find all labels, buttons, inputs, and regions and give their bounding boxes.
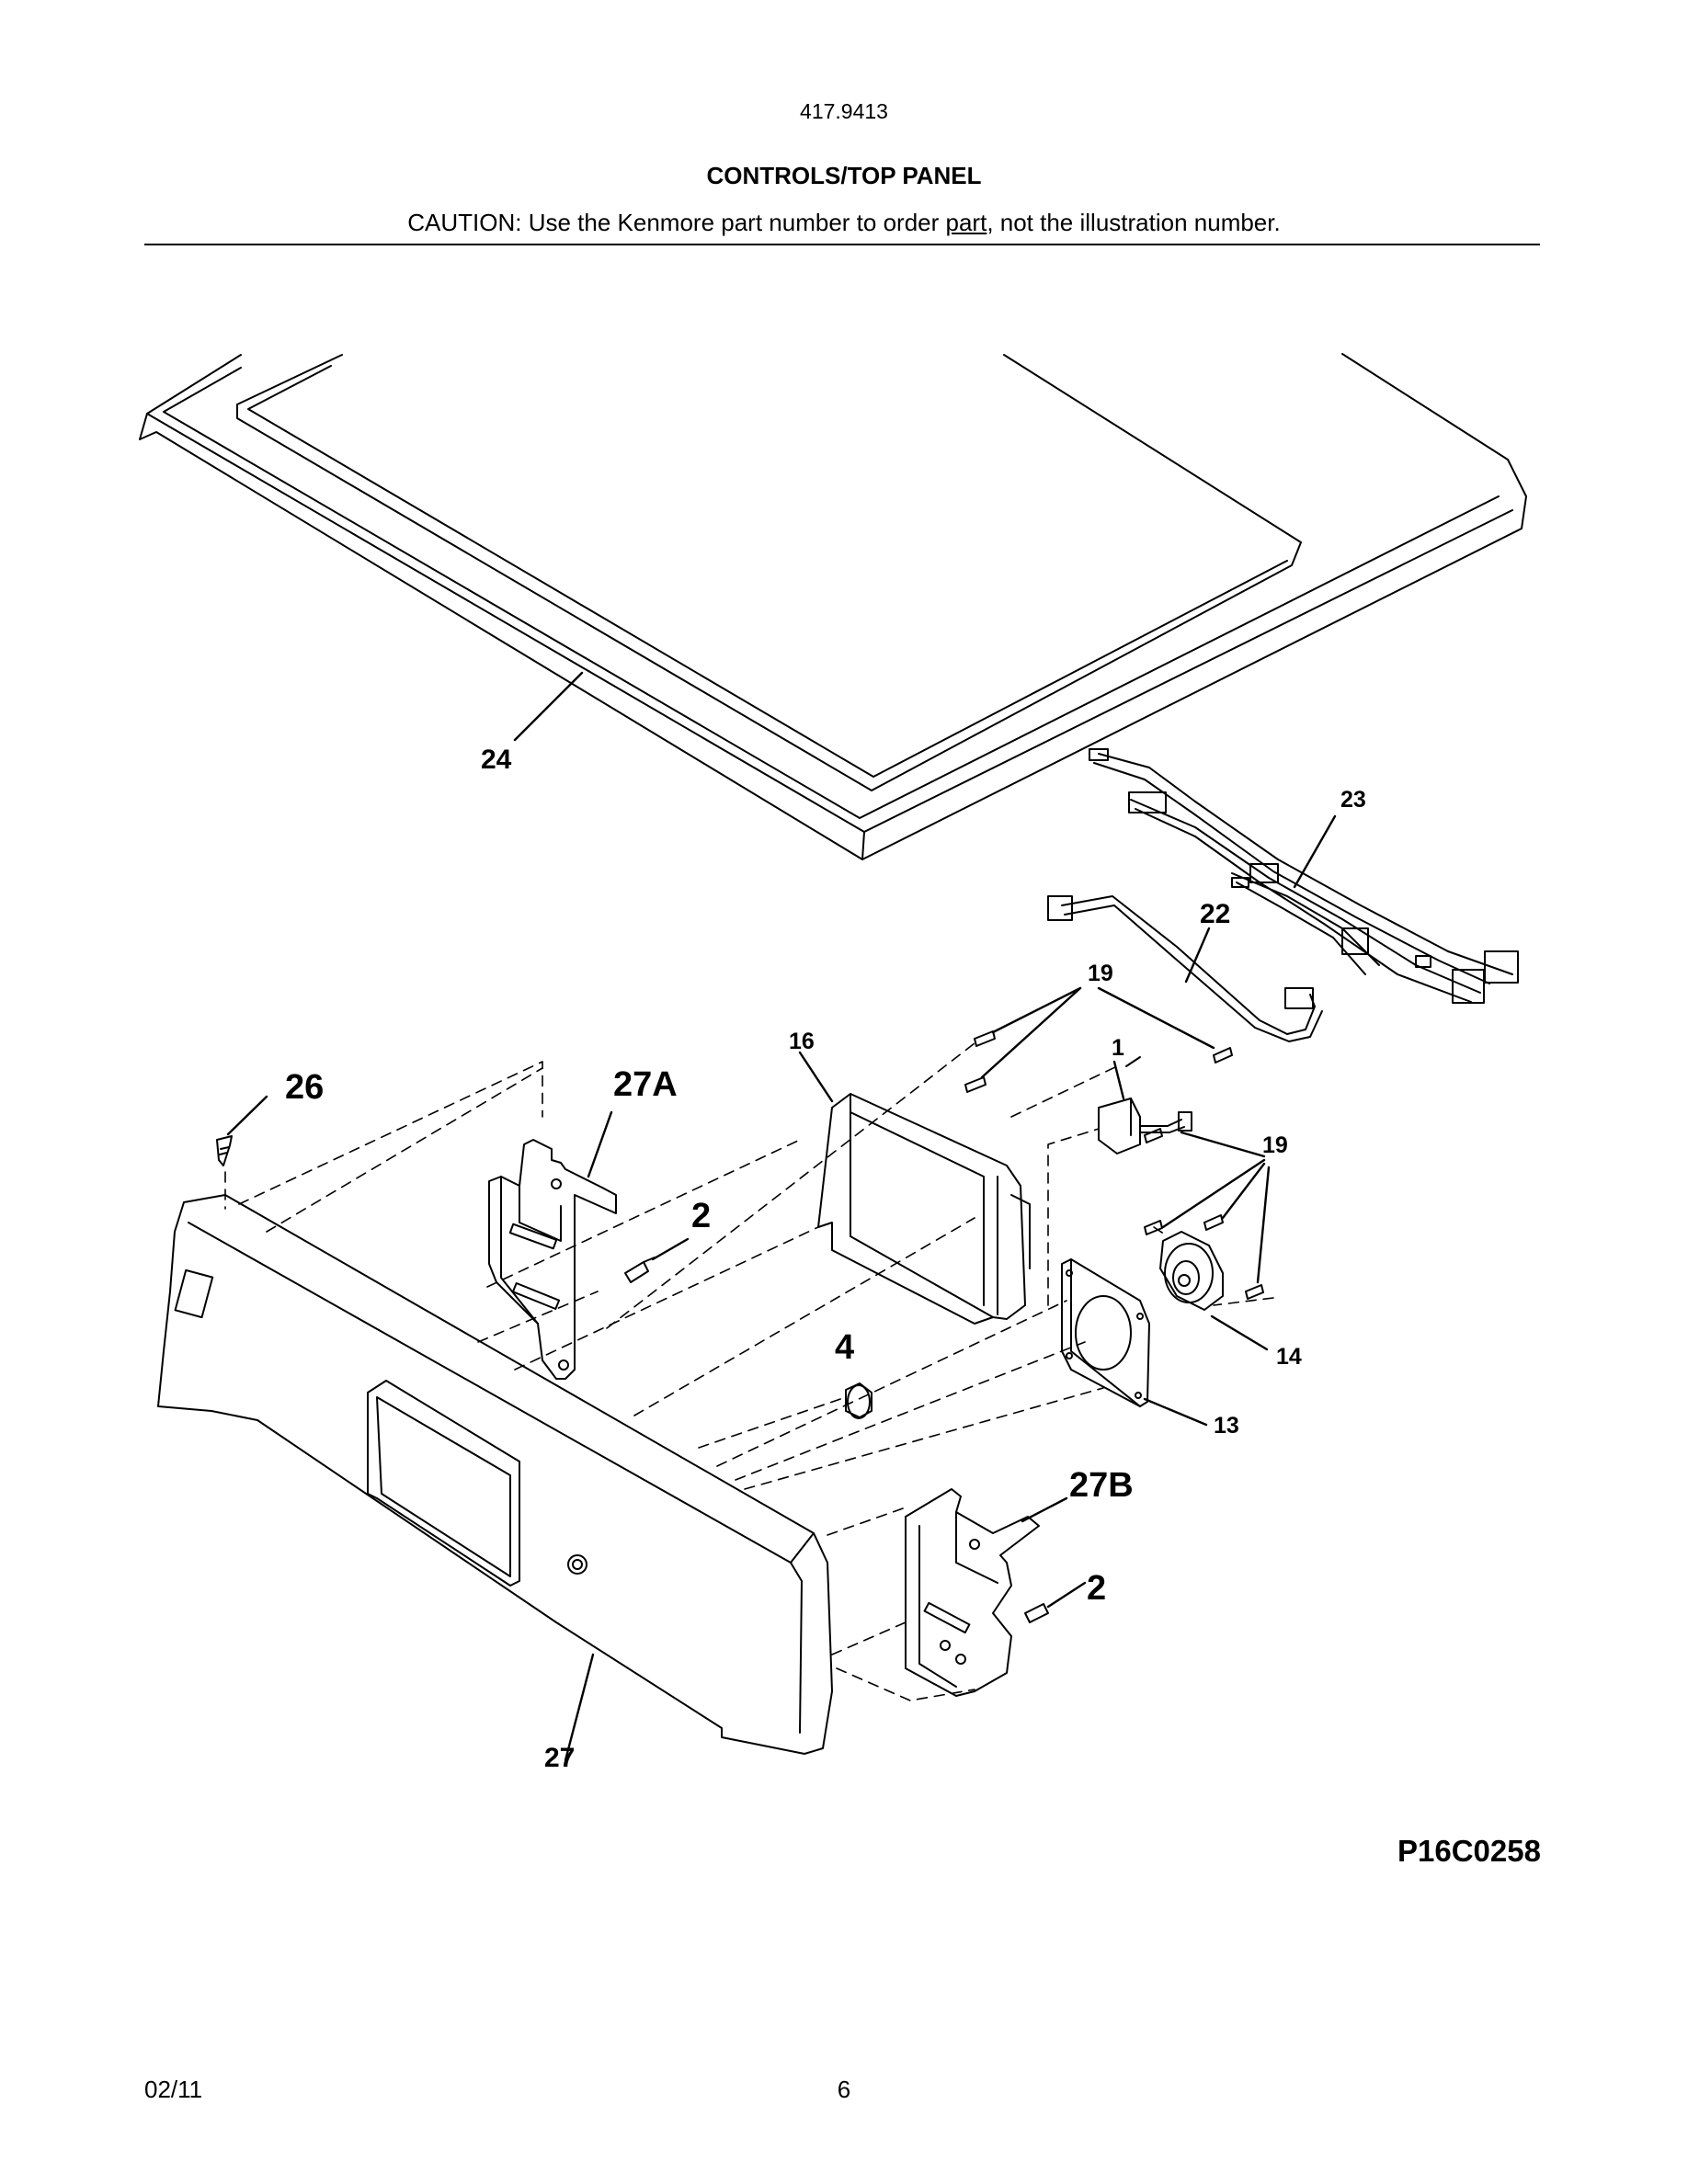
illustration-code: P16C0258 (1397, 1834, 1541, 1868)
switch-drawing (1098, 1098, 1192, 1155)
caution-text-start: CAUTION: Use the Kenmore part number to … (407, 209, 946, 236)
alignment-dashed-lines (224, 1042, 1274, 1701)
bracket-27b-drawing (905, 1488, 1040, 1697)
wire-harness-drawing (1089, 748, 1519, 1004)
console-panel-drawing (157, 1194, 833, 1755)
model-number: 417.9413 (800, 99, 888, 123)
callout-22: 22 (1200, 899, 1230, 929)
callout-2-lower: 2 (1087, 1569, 1106, 1608)
callout-19-lower: 19 (1262, 1132, 1288, 1158)
callout-4: 4 (835, 1328, 854, 1367)
bracket-27a-drawing (488, 1139, 617, 1380)
caution-text-end: , not the illustration number. (987, 209, 1281, 236)
page-number: 6 (837, 2076, 851, 2103)
callout-27b: 27B (1069, 1466, 1134, 1505)
page-title: CONTROLS/TOP PANEL (706, 162, 982, 189)
footer-date: 02/11 (144, 2076, 203, 2103)
control-board-drawing (817, 1093, 1031, 1325)
header-divider (144, 244, 1540, 245)
wire-lead-drawing (1047, 895, 1323, 1042)
screw-2-upper-drawing (624, 1257, 656, 1283)
callout-27a: 27A (613, 1065, 678, 1104)
top-panel-drawing (139, 353, 1527, 860)
callout-24: 24 (481, 745, 512, 775)
callout-19-upper: 19 (1088, 961, 1113, 986)
screw-26-drawing (216, 1135, 233, 1166)
callout-13: 13 (1214, 1413, 1239, 1439)
speaker-drawing (1159, 1231, 1224, 1311)
caution-note: CAUTION: Use the Kenmore part number to … (0, 209, 1688, 237)
leader-lines (226, 671, 1337, 1762)
caution-underlined-word: part (945, 209, 987, 236)
screw-2-lower-drawing (1024, 1603, 1049, 1623)
callout-27: 27 (544, 1743, 575, 1773)
callout-14: 14 (1276, 1344, 1302, 1370)
callout-16: 16 (789, 1029, 815, 1054)
callout-1: 1 (1112, 1035, 1124, 1061)
knob-drawing (845, 1382, 873, 1419)
callout-26: 26 (285, 1068, 324, 1107)
speaker-bracket-drawing (1061, 1258, 1150, 1407)
screws-19-drawing (964, 1030, 1264, 1300)
callout-23: 23 (1340, 787, 1366, 813)
callout-2-upper: 2 (691, 1197, 711, 1235)
